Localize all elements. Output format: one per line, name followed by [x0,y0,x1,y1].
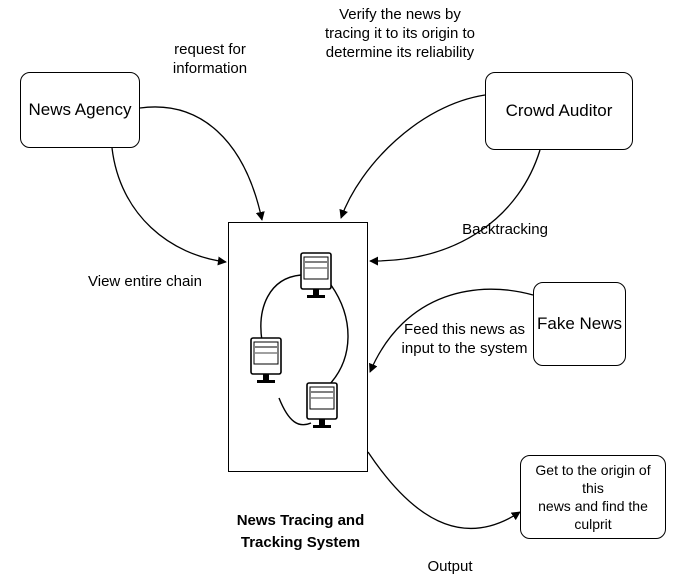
network-ring [260,274,349,426]
label-request: request for information [172,41,248,77]
system-box [228,222,368,472]
edge-verify [339,94,486,219]
node-fake-news: Fake News [533,282,626,366]
edge-feed [369,288,534,373]
label-output: Output [427,558,473,575]
node-origin: Get to the origin of this news and find … [520,455,666,539]
label-backtracking: Backtracking [462,221,548,238]
label-view-chain: View entire chain [88,273,202,290]
network-graphic [250,252,349,428]
computer-icon [300,252,332,298]
computer-icon [306,382,338,428]
edge-request [139,106,265,221]
edge-backtracking [369,149,541,266]
edge-output [367,451,521,530]
system-title: News Tracing and Tracking System [236,512,365,551]
label-verify: Verify the news by tracing it to its ori… [324,6,476,61]
node-crowd-auditor: Crowd Auditor [485,72,633,150]
edge-view-chain [111,147,227,266]
node-news-agency: News Agency [20,72,140,148]
computer-icon [250,337,282,383]
label-feed: Feed this news as input to the system [401,321,528,357]
